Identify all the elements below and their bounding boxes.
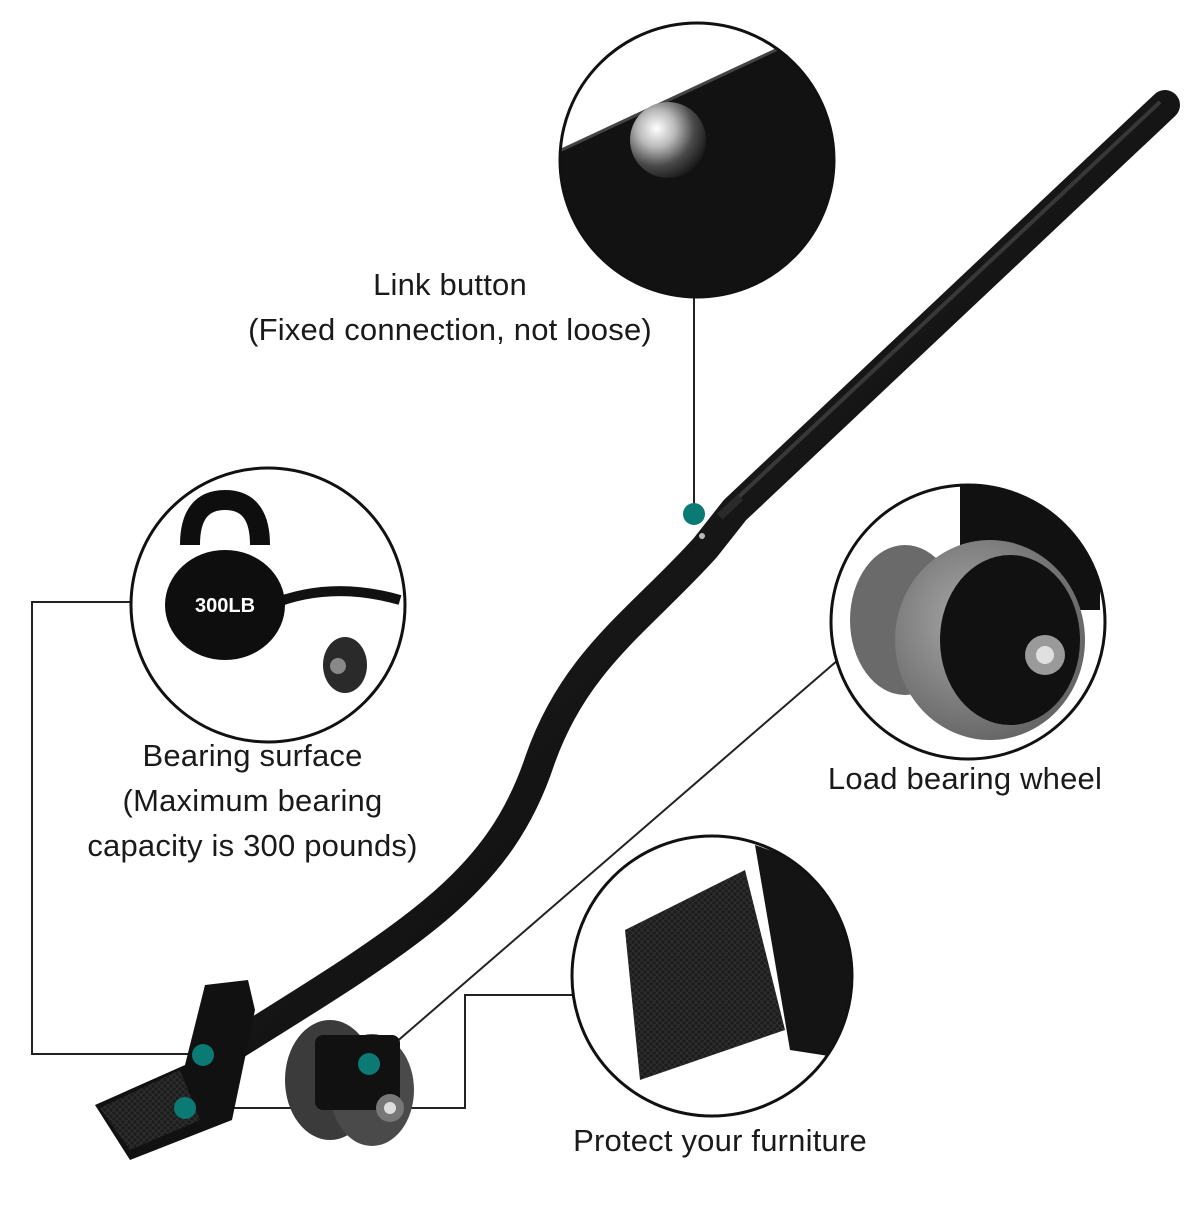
lever-bar (220, 90, 1180, 1060)
link-button-detail: (Fixed connection, not loose) (248, 312, 652, 347)
ball-button (630, 102, 706, 178)
link-button-title: Link button (373, 267, 527, 302)
link-button-dot (699, 533, 705, 539)
load-wheel-title: Load bearing wheel (827, 761, 1103, 796)
link-joint (717, 494, 743, 520)
bearing-surface-title: Bearing surface (142, 738, 363, 773)
leader-wheel (371, 659, 839, 1064)
protect-callout: Protect your furniture (520, 1118, 920, 1163)
bearing-surface-detail-2: capacity is 300 pounds) (87, 828, 418, 863)
load-wheel-callout: Load bearing wheel (790, 756, 1140, 801)
bottom-wheel-assembly (285, 1020, 414, 1146)
marker-protect (174, 1097, 196, 1119)
marker-link (683, 503, 705, 525)
bearing-surface-detail-1: (Maximum bearing (122, 783, 383, 818)
weight-badge: 300LB (195, 595, 255, 617)
link-button-callout: Link button (Fixed connection, not loose… (200, 262, 700, 352)
zoom-kettlebell: 300LB (129, 466, 407, 744)
zoom-pad (570, 834, 854, 1118)
zoom-link-button (558, 21, 836, 299)
kettlebell-body (165, 550, 285, 660)
markers (174, 503, 705, 1119)
leader-bearing (31, 601, 205, 1055)
bearing-surface-callout: Bearing surface (Maximum bearing capacit… (30, 733, 475, 868)
protect-title: Protect your furniture (573, 1123, 867, 1158)
foot-pad (95, 980, 255, 1160)
zoom-wheel (829, 483, 1107, 761)
marker-bearing (192, 1044, 214, 1066)
marker-wheel (358, 1053, 380, 1075)
